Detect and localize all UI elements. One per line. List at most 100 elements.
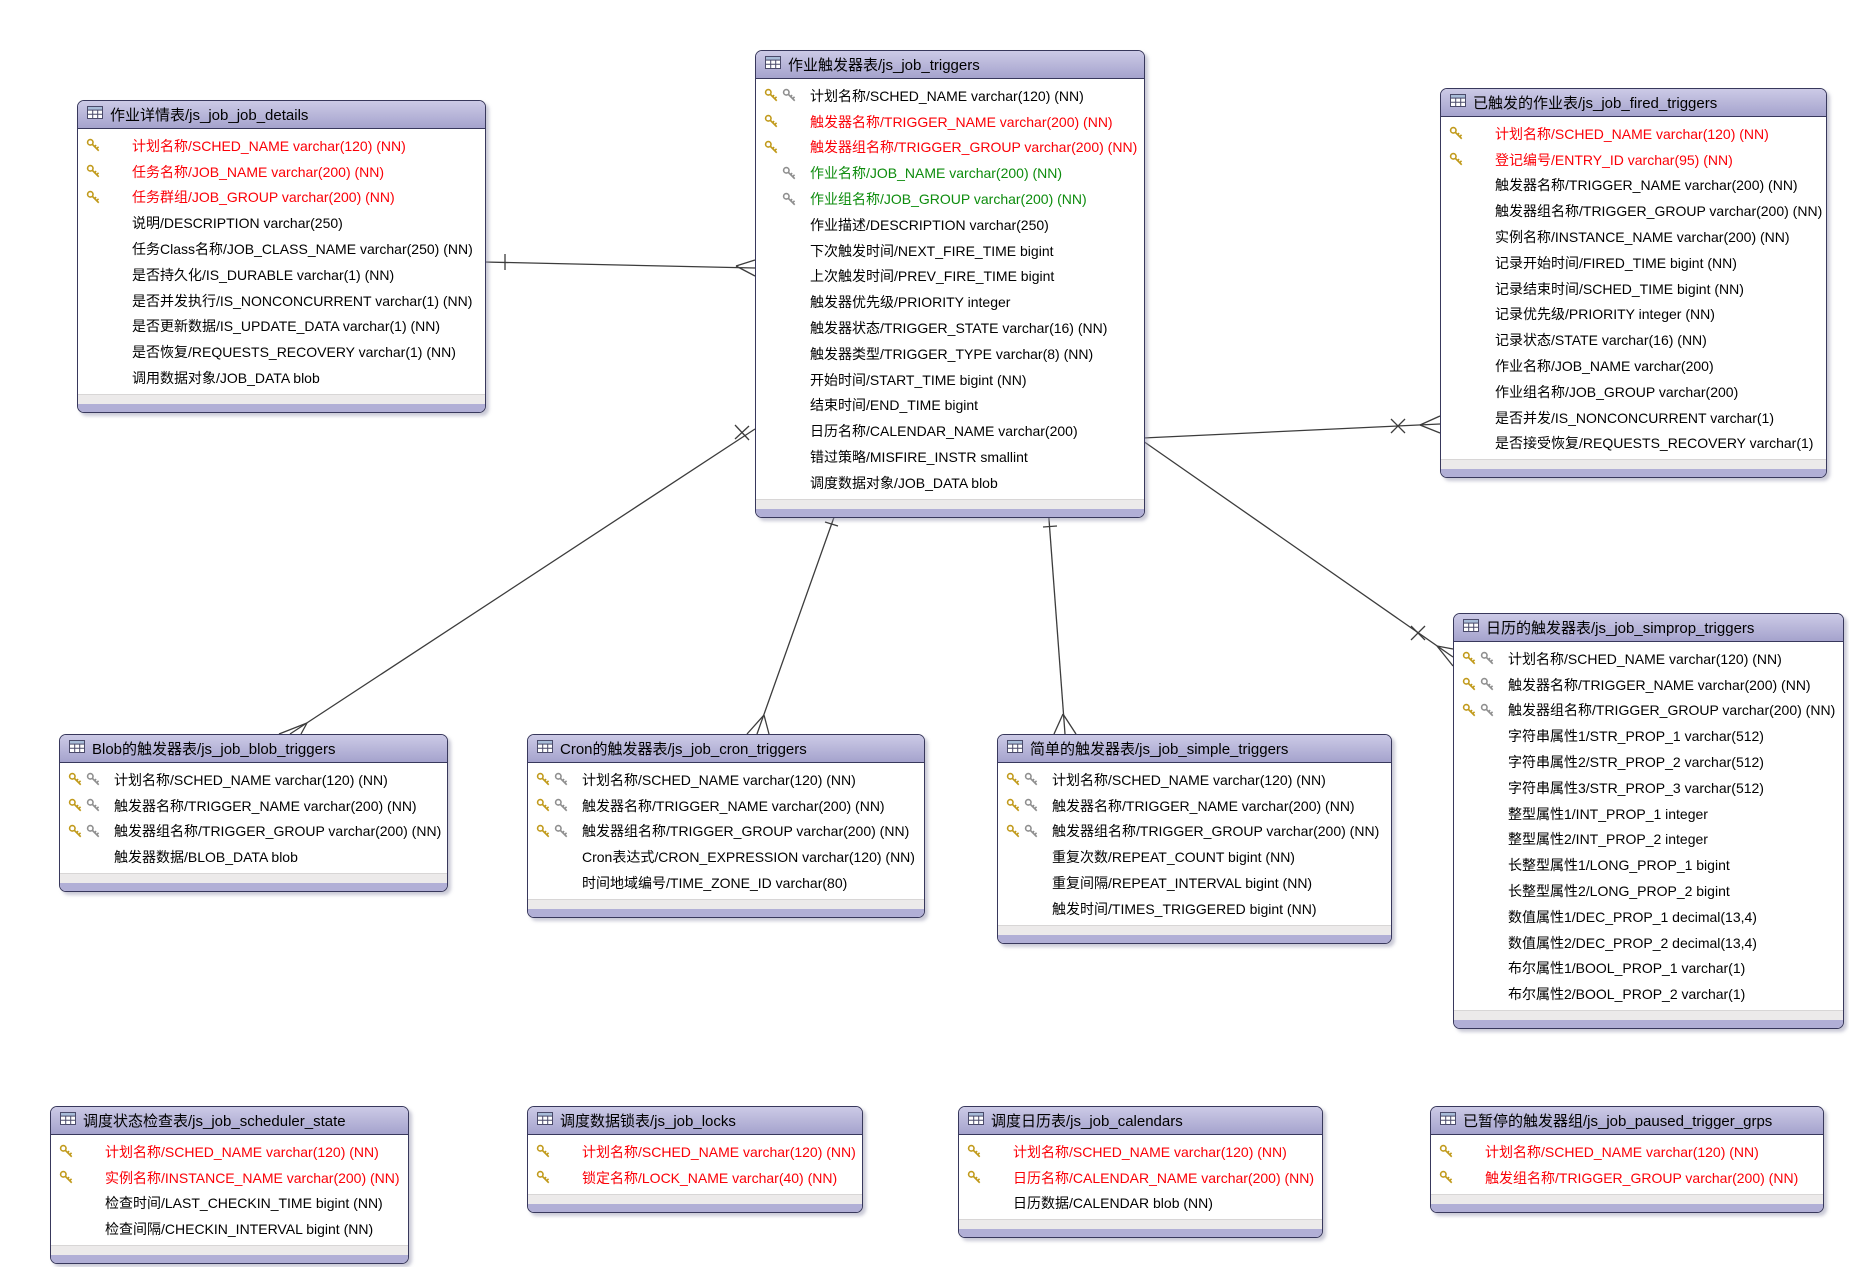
field-row[interactable]: 是否更新数据/IS_UPDATE_DATA varchar(1) (NN) <box>78 314 485 340</box>
field-row[interactable]: 触发器名称/TRIGGER_NAME varchar(200) (NN) <box>1454 672 1843 698</box>
field-row[interactable]: 计划名称/SCHED_NAME varchar(120) (NN) <box>78 133 485 159</box>
field-row[interactable]: 触发器名称/TRIGGER_NAME varchar(200) (NN) <box>756 109 1144 135</box>
field-row[interactable]: 日历名称/CALENDAR_NAME varchar(200) <box>756 418 1144 444</box>
field-row[interactable]: 长整型属性1/LONG_PROP_1 bigint <box>1454 852 1843 878</box>
field-row[interactable]: 触发器组名称/TRIGGER_GROUP varchar(200) (NN) <box>60 819 447 845</box>
field-row[interactable]: 开始时间/START_TIME bigint (NN) <box>756 367 1144 393</box>
relationship-js_job_triggers-to-js_job_fired_triggers[interactable] <box>1142 415 1441 439</box>
table-js_job_paused_trigger_grps[interactable]: 已暂停的触发器组/js_job_paused_trigger_grps 计划名称/… <box>1430 1106 1824 1213</box>
field-row[interactable]: 实例名称/INSTANCE_NAME varchar(200) (NN) <box>51 1165 408 1191</box>
relationship-js_job_triggers-to-js_job_cron_triggers[interactable] <box>746 505 839 735</box>
field-row[interactable]: 整型属性1/INT_PROP_1 integer <box>1454 801 1843 827</box>
field-row[interactable]: 记录优先级/PRIORITY integer (NN) <box>1441 302 1826 328</box>
field-row[interactable]: 触发器组名称/TRIGGER_GROUP varchar(200) (NN) <box>1454 698 1843 724</box>
table-js_job_simple_triggers[interactable]: 简单的触发器表/js_job_simple_triggers 计划名称/SCHED… <box>997 734 1392 944</box>
field-row[interactable]: 作业组名称/JOB_GROUP varchar(200) <box>1441 379 1826 405</box>
field-row[interactable]: 登记编号/ENTRY_ID varchar(95) (NN) <box>1441 147 1826 173</box>
field-row[interactable]: 任务名称/JOB_NAME varchar(200) (NN) <box>78 159 485 185</box>
field-row[interactable]: 是否恢复/REQUESTS_RECOVERY varchar(1) (NN) <box>78 339 485 365</box>
table-header[interactable]: 已暂停的触发器组/js_job_paused_trigger_grps <box>1431 1107 1823 1135</box>
field-row[interactable]: 检查间隔/CHECKIN_INTERVAL bigint (NN) <box>51 1216 408 1242</box>
relationship-js_job_triggers-to-js_job_simple_triggers[interactable] <box>1042 505 1077 735</box>
field-row[interactable]: 作业描述/DESCRIPTION varchar(250) <box>756 212 1144 238</box>
field-row[interactable]: 任务Class名称/JOB_CLASS_NAME varchar(250) (N… <box>78 236 485 262</box>
table-js_job_blob_triggers[interactable]: Blob的触发器表/js_job_blob_triggers 计划名称/SCHED… <box>59 734 448 893</box>
field-row[interactable]: 长整型属性2/LONG_PROP_2 bigint <box>1454 878 1843 904</box>
field-row[interactable]: 时间地域编号/TIME_ZONE_ID varchar(80) <box>528 870 924 896</box>
table-header[interactable]: 作业详情表/js_job_job_details <box>78 101 485 129</box>
table-js_job_fired_triggers[interactable]: 已触发的作业表/js_job_fired_triggers 计划名称/SCHED_… <box>1440 88 1827 479</box>
relationship-js_job_triggers-to-js_job_simprop_triggers[interactable] <box>1142 440 1454 667</box>
field-row[interactable]: 实例名称/INSTANCE_NAME varchar(200) (NN) <box>1441 224 1826 250</box>
field-row[interactable]: 是否持久化/IS_DURABLE varchar(1) (NN) <box>78 262 485 288</box>
field-row[interactable]: 记录结束时间/SCHED_TIME bigint (NN) <box>1441 276 1826 302</box>
field-row[interactable]: 触发器类型/TRIGGER_TYPE varchar(8) (NN) <box>756 341 1144 367</box>
field-row[interactable]: 计划名称/SCHED_NAME varchar(120) (NN) <box>959 1139 1322 1165</box>
field-row[interactable]: 计划名称/SCHED_NAME varchar(120) (NN) <box>1441 121 1826 147</box>
field-row[interactable]: 是否并发/IS_NONCONCURRENT varchar(1) <box>1441 405 1826 431</box>
field-row[interactable]: Cron表达式/CRON_EXPRESSION varchar(120) (NN… <box>528 844 924 870</box>
field-row[interactable]: 数值属性2/DEC_PROP_2 decimal(13,4) <box>1454 930 1843 956</box>
field-row[interactable]: 触发器名称/TRIGGER_NAME varchar(200) (NN) <box>60 793 447 819</box>
field-row[interactable]: 锁定名称/LOCK_NAME varchar(40) (NN) <box>528 1165 862 1191</box>
table-header[interactable]: 已触发的作业表/js_job_fired_triggers <box>1441 89 1826 117</box>
field-row[interactable]: 记录开始时间/FIRED_TIME bigint (NN) <box>1441 250 1826 276</box>
field-row[interactable]: 字符串属性2/STR_PROP_2 varchar(512) <box>1454 749 1843 775</box>
field-row[interactable]: 日历名称/CALENDAR_NAME varchar(200) (NN) <box>959 1165 1322 1191</box>
field-row[interactable]: 字符串属性3/STR_PROP_3 varchar(512) <box>1454 775 1843 801</box>
field-row[interactable]: 触发器名称/TRIGGER_NAME varchar(200) (NN) <box>528 793 924 819</box>
field-row[interactable]: 结束时间/END_TIME bigint <box>756 393 1144 419</box>
field-row[interactable]: 触发器优先级/PRIORITY integer <box>756 289 1144 315</box>
field-row[interactable]: 计划名称/SCHED_NAME varchar(120) (NN) <box>1431 1139 1823 1165</box>
field-row[interactable]: 触发器组名称/TRIGGER_GROUP varchar(200) (NN) <box>528 819 924 845</box>
field-row[interactable]: 作业名称/JOB_NAME varchar(200) <box>1441 353 1826 379</box>
field-row[interactable]: 触发组名称/TRIGGER_GROUP varchar(200) (NN) <box>1431 1165 1823 1191</box>
field-row[interactable]: 计划名称/SCHED_NAME varchar(120) (NN) <box>756 83 1144 109</box>
table-js_job_job_details[interactable]: 作业详情表/js_job_job_details 计划名称/SCHED_NAME … <box>77 100 486 413</box>
field-row[interactable]: 说明/DESCRIPTION varchar(250) <box>78 210 485 236</box>
field-row[interactable]: 触发器组名称/TRIGGER_GROUP varchar(200) (NN) <box>998 819 1391 845</box>
table-header[interactable]: 日历的触发器表/js_job_simprop_triggers <box>1454 614 1843 642</box>
relationship-js_job_triggers-to-js_job_blob_triggers[interactable] <box>278 424 756 735</box>
table-header[interactable]: 简单的触发器表/js_job_simple_triggers <box>998 735 1391 763</box>
table-js_job_triggers[interactable]: 作业触发器表/js_job_triggers 计划名称/SCHED_NAME va… <box>755 50 1145 518</box>
field-row[interactable]: 错过策略/MISFIRE_INSTR smallint <box>756 444 1144 470</box>
field-row[interactable]: 是否接受恢复/REQUESTS_RECOVERY varchar(1) <box>1441 431 1826 457</box>
field-row[interactable]: 计划名称/SCHED_NAME varchar(120) (NN) <box>51 1139 408 1165</box>
field-row[interactable]: 上次触发时间/PREV_FIRE_TIME bigint <box>756 264 1144 290</box>
table-js_job_cron_triggers[interactable]: Cron的触发器表/js_job_cron_triggers 计划名称/SCHED… <box>527 734 925 918</box>
table-header[interactable]: 作业触发器表/js_job_triggers <box>756 51 1144 79</box>
field-row[interactable]: 整型属性2/INT_PROP_2 integer <box>1454 827 1843 853</box>
field-row[interactable]: 字符串属性1/STR_PROP_1 varchar(512) <box>1454 723 1843 749</box>
table-header[interactable]: Cron的触发器表/js_job_cron_triggers <box>528 735 924 763</box>
field-row[interactable]: 日历数据/CALENDAR blob (NN) <box>959 1191 1322 1217</box>
field-row[interactable]: 下次触发时间/NEXT_FIRE_TIME bigint <box>756 238 1144 264</box>
field-row[interactable]: 触发器名称/TRIGGER_NAME varchar(200) (NN) <box>1441 173 1826 199</box>
relationship-js_job_job_details-to-js_job_triggers[interactable] <box>483 254 756 277</box>
field-row[interactable]: 触发器组名称/TRIGGER_GROUP varchar(200) (NN) <box>1441 198 1826 224</box>
field-row[interactable]: 计划名称/SCHED_NAME varchar(120) (NN) <box>60 767 447 793</box>
field-row[interactable]: 计划名称/SCHED_NAME varchar(120) (NN) <box>998 767 1391 793</box>
field-row[interactable]: 布尔属性2/BOOL_PROP_2 varchar(1) <box>1454 981 1843 1007</box>
field-row[interactable]: 计划名称/SCHED_NAME varchar(120) (NN) <box>528 767 924 793</box>
field-row[interactable]: 作业名称/JOB_NAME varchar(200) (NN) <box>756 160 1144 186</box>
field-row[interactable]: 记录状态/STATE varchar(16) (NN) <box>1441 327 1826 353</box>
table-js_job_simprop_triggers[interactable]: 日历的触发器表/js_job_simprop_triggers 计划名称/SCHE… <box>1453 613 1844 1030</box>
field-row[interactable]: 调用数据对象/JOB_DATA blob <box>78 365 485 391</box>
field-row[interactable]: 是否并发执行/IS_NONCONCURRENT varchar(1) (NN) <box>78 288 485 314</box>
table-header[interactable]: 调度数据锁表/js_job_locks <box>528 1107 862 1135</box>
field-row[interactable]: 重复间隔/REPEAT_INTERVAL bigint (NN) <box>998 870 1391 896</box>
field-row[interactable]: 触发器状态/TRIGGER_STATE varchar(16) (NN) <box>756 315 1144 341</box>
field-row[interactable]: 触发器组名称/TRIGGER_GROUP varchar(200) (NN) <box>756 135 1144 161</box>
field-row[interactable]: 触发器数据/BLOB_DATA blob <box>60 844 447 870</box>
table-header[interactable]: Blob的触发器表/js_job_blob_triggers <box>60 735 447 763</box>
field-row[interactable]: 计划名称/SCHED_NAME varchar(120) (NN) <box>1454 646 1843 672</box>
field-row[interactable]: 触发时间/TIMES_TRIGGERED bigint (NN) <box>998 896 1391 922</box>
field-row[interactable]: 作业组名称/JOB_GROUP varchar(200) (NN) <box>756 186 1144 212</box>
field-row[interactable]: 触发器名称/TRIGGER_NAME varchar(200) (NN) <box>998 793 1391 819</box>
field-row[interactable]: 布尔属性1/BOOL_PROP_1 varchar(1) <box>1454 956 1843 982</box>
field-row[interactable]: 调度数据对象/JOB_DATA blob <box>756 470 1144 496</box>
